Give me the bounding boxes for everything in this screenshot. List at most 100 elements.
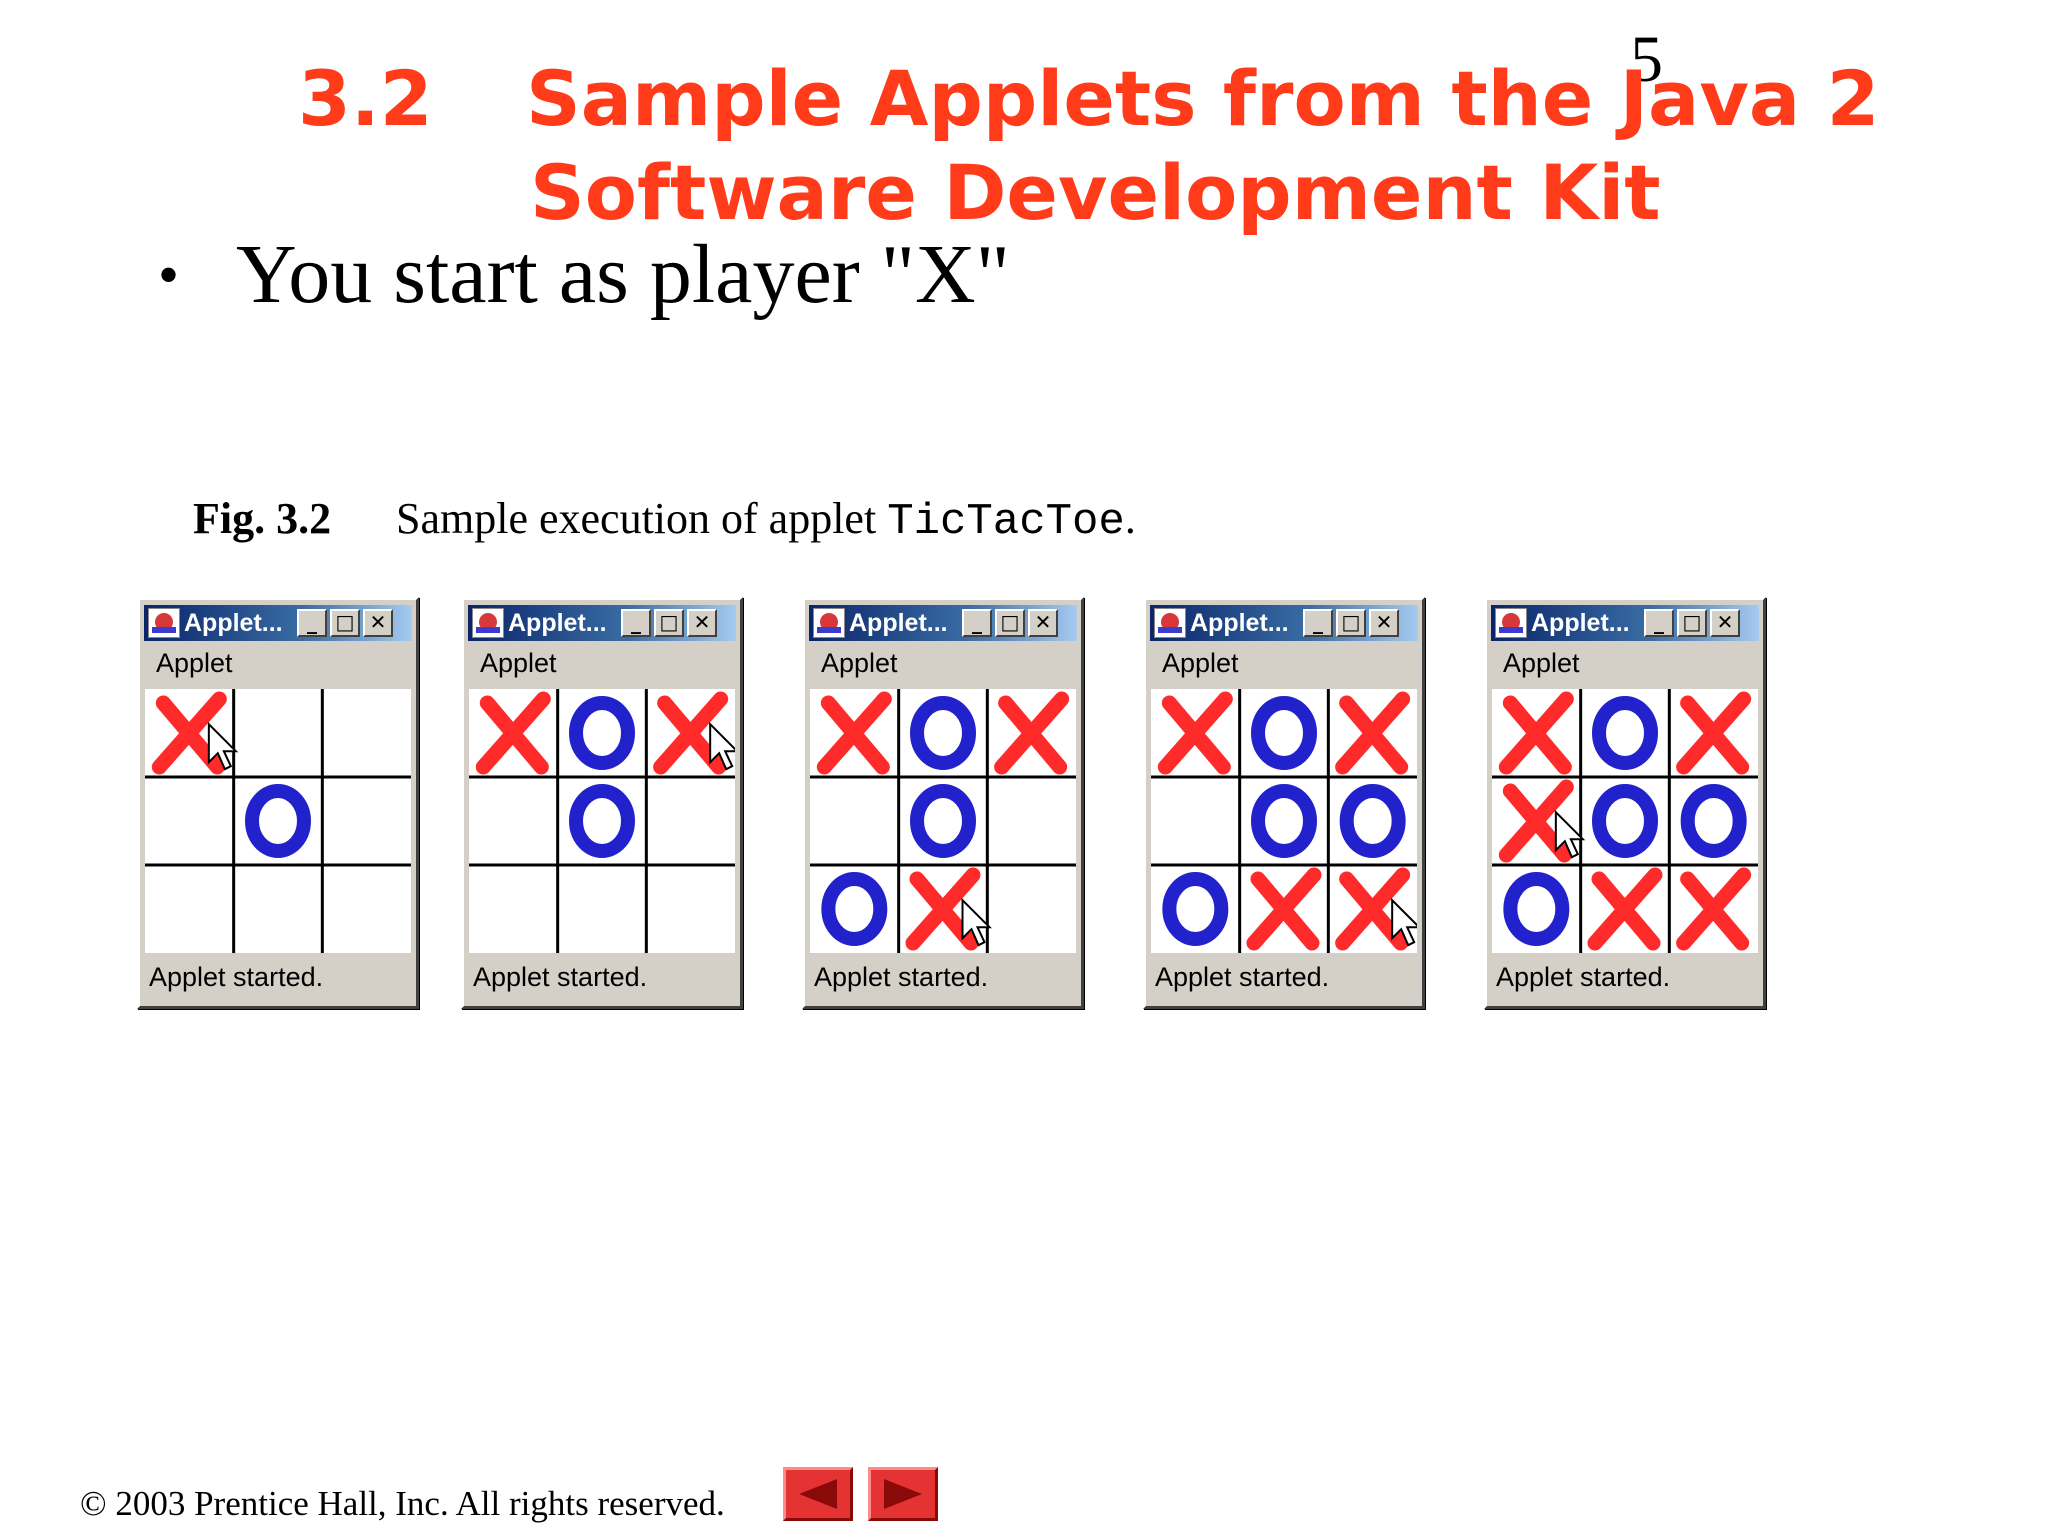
window-titlebar[interactable]: Applet... _□✕ (468, 605, 736, 641)
board-cell[interactable] (145, 777, 234, 865)
status-bar-text: Applet started. (473, 962, 648, 992)
o-mark (910, 784, 976, 858)
close-button[interactable]: ✕ (1710, 609, 1740, 637)
applet-menu[interactable]: Applet (156, 648, 233, 678)
maximize-button[interactable]: □ (995, 609, 1025, 637)
title-section-number: 3.2 (298, 54, 433, 143)
window-titlebar[interactable]: Applet... _□✕ (1150, 605, 1418, 641)
x-mark (1676, 867, 1752, 951)
window-titlebar[interactable]: Applet..._□✕ (809, 605, 1077, 641)
board-cell[interactable] (145, 865, 234, 953)
previous-slide-button[interactable] (783, 1467, 853, 1521)
window-titlebar[interactable]: Applet... _□✕ (1491, 605, 1759, 641)
maximize-button[interactable]: □ (654, 609, 684, 637)
o-mark (1251, 784, 1317, 858)
mouse-pointer-icon (1554, 809, 1586, 859)
board-grid (1151, 689, 1417, 953)
board-grid (145, 689, 411, 953)
o-mark (1339, 784, 1406, 858)
maximize-button[interactable]: □ (1677, 609, 1707, 637)
board-cell[interactable] (987, 777, 1076, 865)
title-line-2: Software Development Kit (530, 148, 1661, 237)
minimize-button[interactable]: _ (297, 609, 327, 637)
board-grid (469, 689, 735, 953)
close-button[interactable]: ✕ (687, 609, 717, 637)
close-button[interactable]: ✕ (1028, 609, 1058, 637)
mouse-pointer-icon (709, 721, 735, 771)
board-cell[interactable] (646, 777, 735, 865)
copyright-footer: © 2003 Prentice Hall, Inc. All rights re… (80, 1484, 725, 1523)
figure-suffix: . (1124, 494, 1136, 543)
left-arrow-icon (799, 1479, 837, 1509)
applet-menu[interactable]: Applet (1162, 648, 1239, 678)
next-slide-button[interactable] (868, 1467, 938, 1521)
tic-tac-toe-board[interactable] (810, 689, 1076, 953)
bullet-dot-icon: • (158, 242, 180, 308)
board-cell[interactable] (646, 865, 735, 953)
tic-tac-toe-board[interactable] (145, 689, 411, 953)
o-mark (1680, 784, 1747, 858)
applet-menu[interactable]: Applet (1503, 648, 1580, 678)
figure-label: Fig. 3.2 (193, 494, 332, 543)
minimize-button[interactable]: _ (962, 609, 992, 637)
x-mark (1676, 691, 1752, 775)
x-mark (1498, 691, 1574, 775)
close-button[interactable]: ✕ (1369, 609, 1399, 637)
minimize-button[interactable]: _ (1644, 609, 1674, 637)
o-mark (1592, 696, 1658, 770)
window-title: Applet... (508, 608, 607, 637)
minimize-button[interactable]: _ (621, 609, 651, 637)
applet-menu[interactable]: Applet (480, 648, 557, 678)
board-cell[interactable] (469, 865, 558, 953)
board-cell[interactable] (469, 777, 558, 865)
java-app-icon (1495, 608, 1527, 638)
java-app-icon (148, 608, 180, 638)
x-mark (1157, 691, 1233, 775)
maximize-button[interactable]: □ (1336, 609, 1366, 637)
o-mark (821, 872, 888, 946)
board-cell[interactable] (810, 777, 899, 865)
x-mark (1246, 867, 1322, 951)
o-mark (910, 696, 976, 770)
board-cell[interactable] (234, 865, 323, 953)
o-mark (1503, 872, 1570, 946)
java-app-icon (1154, 608, 1186, 638)
o-mark (1162, 872, 1229, 946)
tic-tac-toe-board[interactable] (469, 689, 735, 953)
x-mark (1335, 691, 1411, 775)
board-cell[interactable] (234, 689, 323, 777)
window-title: Applet... (1531, 608, 1630, 637)
figure-text: Sample execution of applet TicTacToe. (396, 493, 1136, 547)
status-bar-text: Applet started. (814, 962, 989, 992)
status-bar-text: Applet started. (1155, 962, 1330, 992)
close-button[interactable]: ✕ (363, 609, 393, 637)
o-mark (1251, 696, 1317, 770)
minimize-button[interactable]: _ (1303, 609, 1333, 637)
figure-code: TicTacToe (887, 497, 1125, 547)
board-cell[interactable] (322, 689, 411, 777)
board-cell[interactable] (322, 777, 411, 865)
maximize-button[interactable]: □ (330, 609, 360, 637)
x-mark (816, 691, 892, 775)
o-mark (1592, 784, 1658, 858)
window-title: Applet... (1190, 608, 1289, 637)
board-cell[interactable] (1151, 777, 1240, 865)
tic-tac-toe-board[interactable] (1151, 689, 1417, 953)
right-arrow-icon (884, 1479, 922, 1509)
tic-tac-toe-board[interactable] (1492, 689, 1758, 953)
board-cell[interactable] (322, 865, 411, 953)
bullet-text: You start as player "X" (236, 228, 1010, 321)
x-mark (994, 691, 1070, 775)
board-cell[interactable] (987, 865, 1076, 953)
java-app-icon (472, 608, 504, 638)
board-cell[interactable] (558, 865, 647, 953)
window-titlebar[interactable]: Applet..._□✕ (144, 605, 412, 641)
status-bar-text: Applet started. (149, 962, 324, 992)
mouse-pointer-icon (1391, 897, 1417, 947)
figure-text-prefix: Sample execution of applet (396, 494, 888, 543)
applet-menu[interactable]: Applet (821, 648, 898, 678)
